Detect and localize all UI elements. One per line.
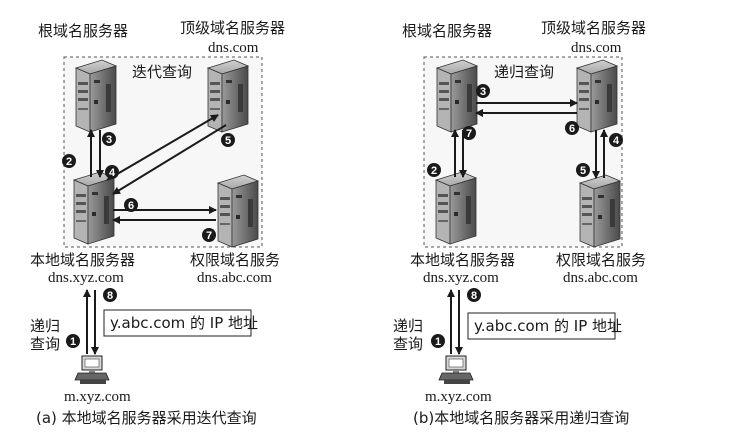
svg-text:7: 7 [466, 128, 472, 140]
svg-text:2: 2 [66, 156, 72, 168]
svg-text:6: 6 [128, 200, 134, 212]
panel-b-tld-server-icon [576, 59, 618, 133]
panel-b-step-6-badge: 6 [565, 121, 579, 135]
panel-b-root-server-icon [436, 59, 478, 133]
svg-text:4: 4 [109, 167, 116, 179]
panel-b-local-server-icon [435, 171, 477, 245]
panel-b-auth-host: dns.abc.com [563, 270, 638, 286]
svg-text:4: 4 [613, 135, 620, 147]
panel-a-caption: (a) 本地域名服务器采用迭代查询 [36, 409, 257, 427]
panel-a-auth-label: 权限域名服务 [190, 251, 280, 269]
panel-b-step-8-badge: 8 [467, 288, 481, 302]
panel-b-step-4-badge: 4 [609, 133, 623, 147]
panel-b: 根域名服务器 顶级域名服务器 dns.com 递归查询 2 7 3 6 4 5 … [393, 19, 646, 427]
svg-text:3: 3 [480, 86, 486, 98]
panel-a-arrow-4 [106, 114, 219, 181]
panel-a-step-6-badge: 6 [124, 198, 138, 212]
panel-b-local-host: dns.xyz.com [423, 270, 499, 286]
panel-a-tld-label: 顶级域名服务器 [180, 19, 285, 37]
panel-b-auth-label: 权限域名服务 [556, 251, 646, 269]
svg-text:2: 2 [431, 165, 437, 177]
panel-a-local-label: 本地域名服务器 [30, 251, 135, 269]
panel-b-caption: (b)本地域名服务器采用递归查询 [413, 409, 629, 427]
panel-a-query-label-line1: 递归 [30, 317, 60, 335]
panel-b-step-1-badge: 1 [431, 334, 445, 348]
panel-a-step-3-badge: 3 [102, 132, 116, 146]
svg-text:1: 1 [435, 336, 441, 348]
panel-b-root-label: 根域名服务器 [402, 22, 492, 40]
panel-a-auth-server-icon [217, 174, 259, 248]
panel-a-arrow-5 [112, 124, 227, 195]
panel-a-step-1-badge: 1 [66, 334, 80, 348]
panel-b-step-3-badge: 3 [476, 84, 490, 98]
svg-text:8: 8 [107, 290, 113, 302]
panel-a-step-7-badge: 7 [202, 228, 216, 242]
panel-b-tld-host: dns.com [571, 40, 622, 56]
panel-a: 根域名服务器 顶级域名服务器 dns.com 迭代查询 2 3 4 5 6 7 … [30, 19, 285, 427]
svg-text:6: 6 [569, 123, 575, 135]
panel-a-tld-server-icon [207, 59, 249, 133]
panel-a-step-2-badge: 2 [62, 154, 76, 168]
panel-a-answer-text: y.abc.com 的 IP 地址 [110, 314, 258, 332]
panel-b-mode-label: 递归查询 [494, 63, 554, 81]
panel-a-step-4-badge: 4 [105, 165, 119, 179]
panel-a-step-8-badge: 8 [103, 288, 117, 302]
panel-b-answer-box [467, 312, 616, 340]
panel-b-query-label-line1: 递归 [393, 317, 423, 335]
svg-text:5: 5 [580, 165, 586, 177]
panel-a-answer-box [103, 309, 252, 337]
svg-text:5: 5 [225, 135, 231, 147]
panel-b-client-host: m.xyz.com [425, 389, 492, 405]
panel-a-root-label: 根域名服务器 [38, 22, 128, 40]
svg-text:1: 1 [70, 336, 76, 348]
panel-b-step-5-badge: 5 [576, 163, 590, 177]
panel-b-query-label-line2: 查询 [393, 335, 423, 353]
panel-a-auth-host: dns.abc.com [197, 270, 272, 286]
panel-b-client-icon [438, 355, 474, 385]
panel-b-auth-server-icon [579, 174, 621, 248]
panel-a-client-icon [74, 355, 110, 385]
panel-a-client-host: m.xyz.com [64, 389, 131, 405]
panel-a-root-server-icon [75, 59, 117, 133]
svg-text:8: 8 [471, 290, 477, 302]
svg-text:3: 3 [106, 134, 112, 146]
panel-a-local-server-icon [73, 171, 115, 245]
panel-a-query-label-line2: 查询 [30, 335, 60, 353]
panel-b-local-label: 本地域名服务器 [410, 251, 515, 269]
panel-a-tld-host: dns.com [208, 40, 259, 56]
panel-a-mode-label: 迭代查询 [132, 63, 192, 81]
svg-text:7: 7 [206, 230, 212, 242]
panel-b-step-7-badge: 7 [462, 126, 476, 140]
panel-b-tld-label: 顶级域名服务器 [541, 19, 646, 37]
panel-b-answer-text: y.abc.com 的 IP 地址 [474, 317, 622, 335]
panel-b-step-2-badge: 2 [427, 163, 441, 177]
panel-a-local-host: dns.xyz.com [48, 270, 124, 286]
panel-a-step-5-badge: 5 [221, 133, 235, 147]
